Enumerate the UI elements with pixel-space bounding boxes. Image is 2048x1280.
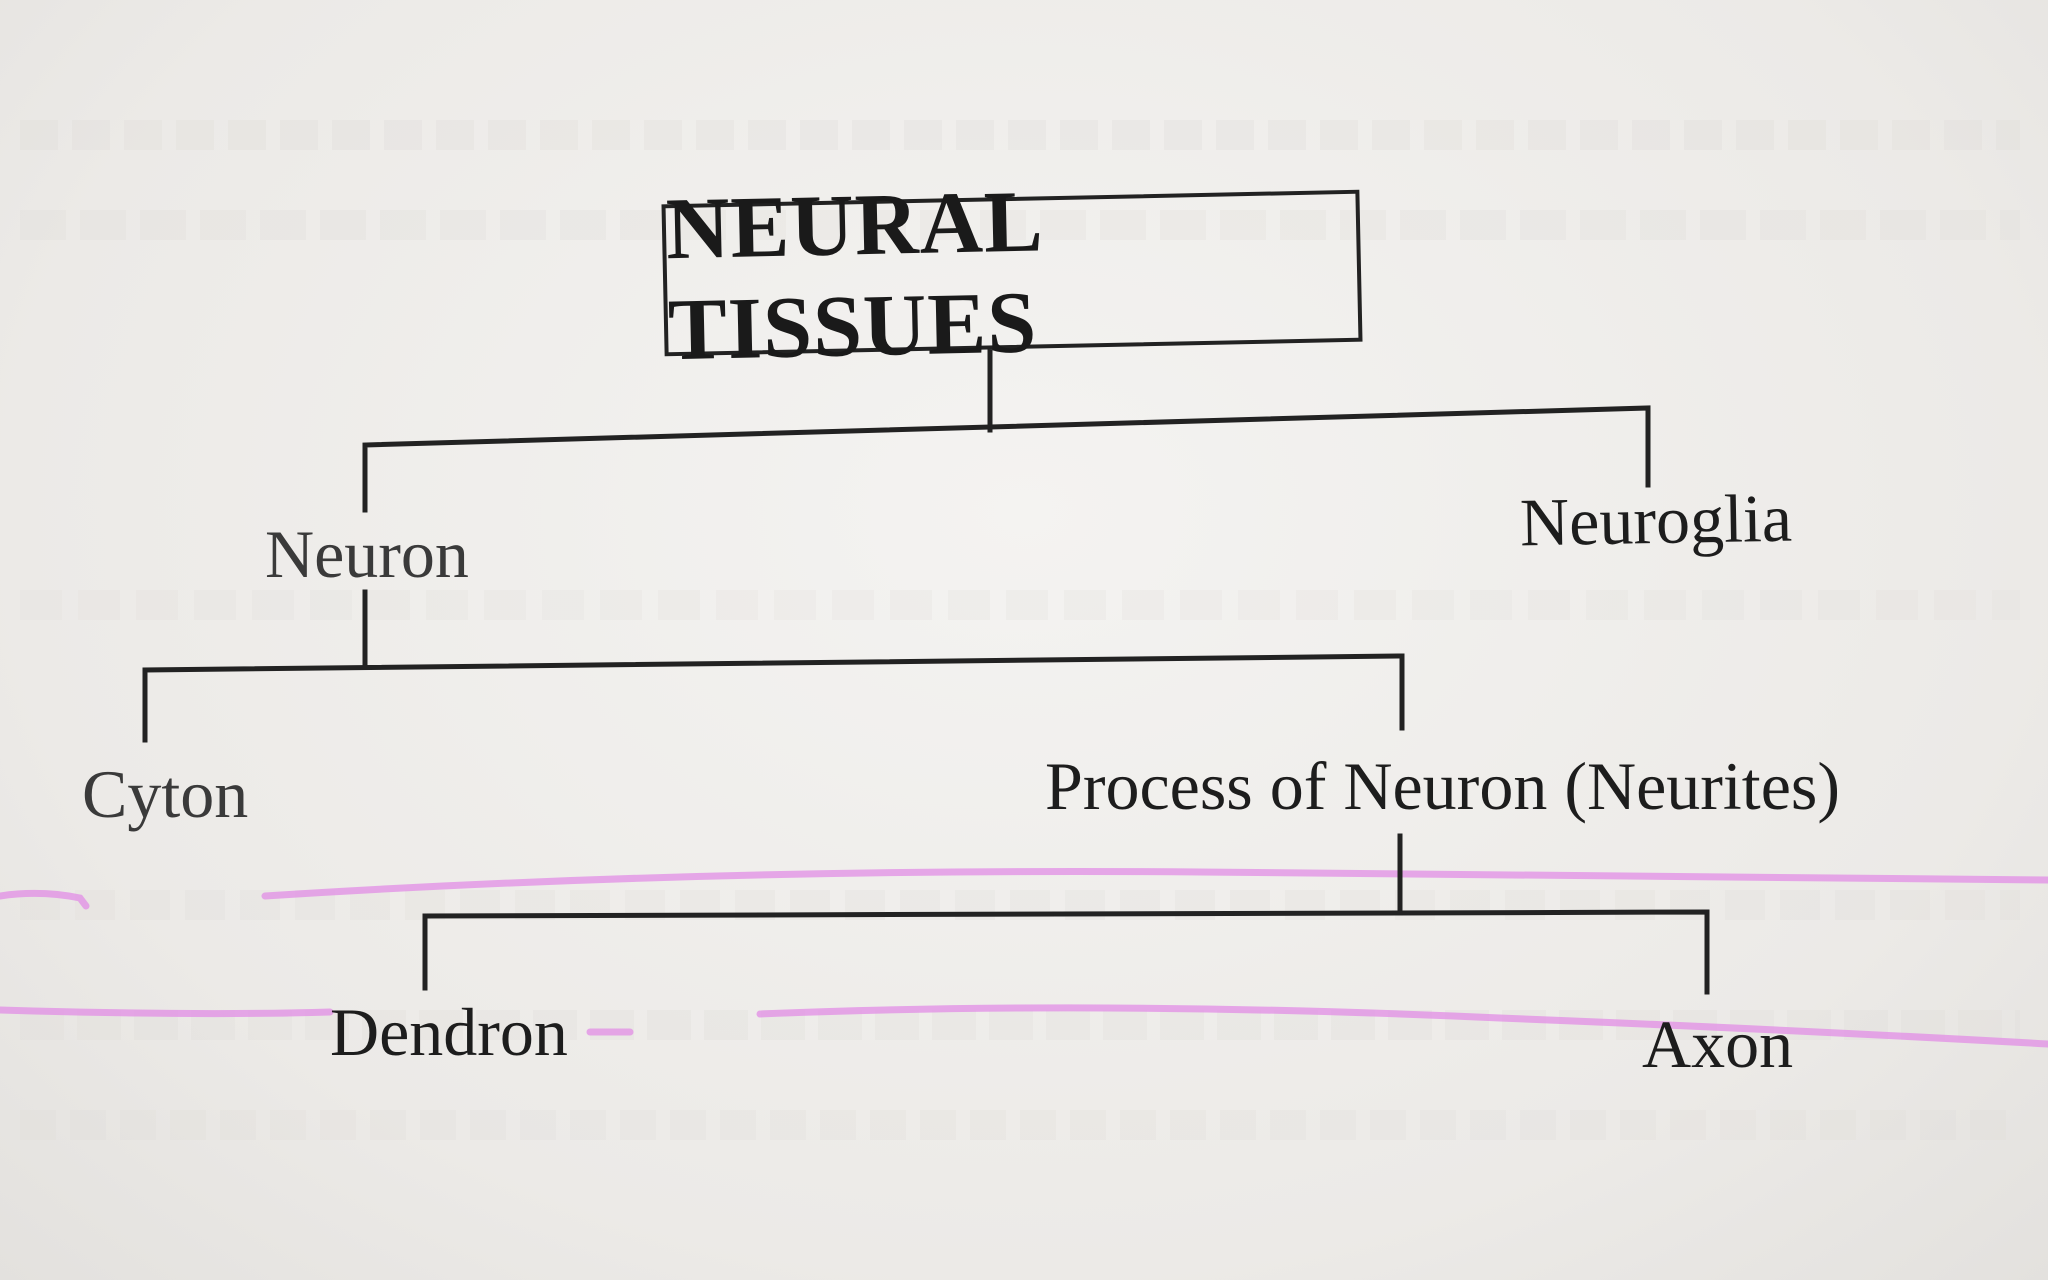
node-neuroglia: Neuroglia	[1519, 479, 1793, 561]
node-axon: Axon	[1642, 1006, 1794, 1082]
highlighter-mark-left	[0, 889, 90, 910]
level2-bar	[142, 653, 1405, 743]
node-cyton: Cyton	[82, 756, 249, 832]
node-neuron: Neuron	[265, 516, 469, 592]
level3-bar	[422, 909, 1710, 995]
root-node-box: NEURAL TISSUES	[661, 173, 1363, 379]
highlighter-underline-2a	[0, 1006, 334, 1018]
root-node-label: NEURAL TISSUES	[665, 173, 1040, 380]
node-process-of-neuron: Process of Neuron (Neurites)	[1045, 748, 1840, 824]
highlighter-underline-2b	[756, 1004, 2048, 1048]
highlighter-strokes	[0, 868, 2048, 1048]
node-dendron: Dendron	[330, 994, 568, 1070]
highlighter-underline-1	[261, 868, 2048, 900]
level1-bar	[362, 405, 1651, 513]
